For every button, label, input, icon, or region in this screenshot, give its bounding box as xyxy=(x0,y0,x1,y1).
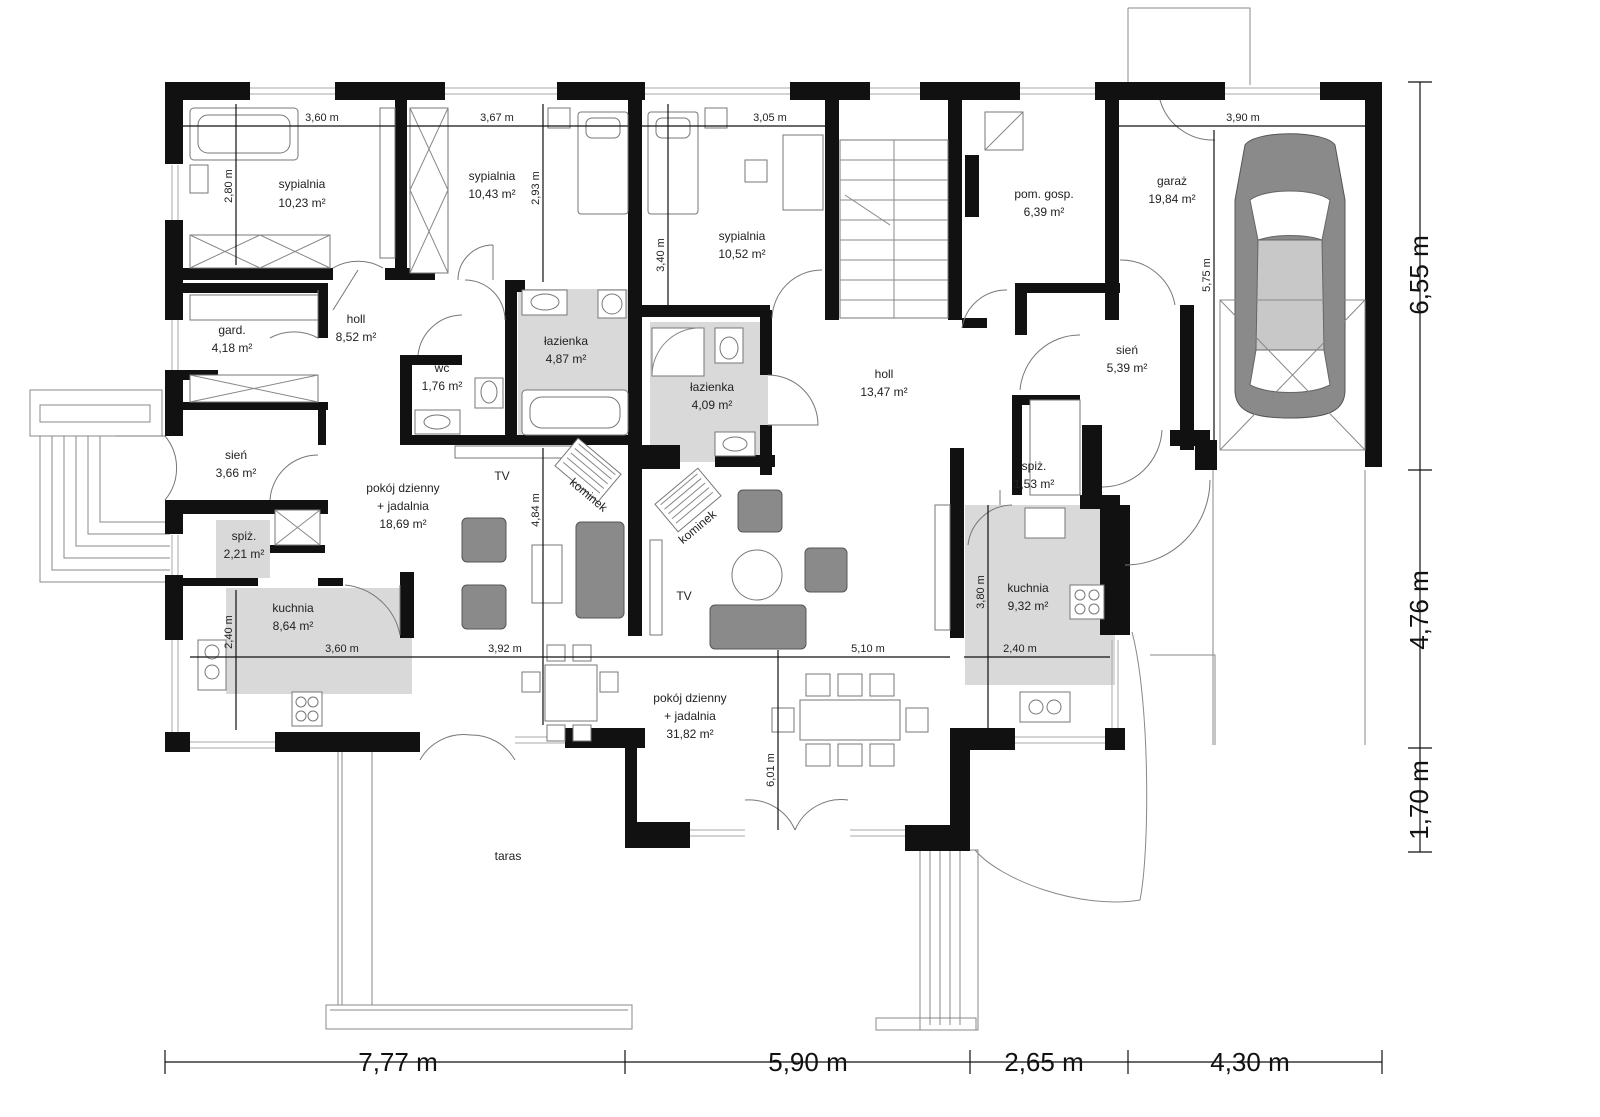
room-area: 13,47 m² xyxy=(860,385,907,399)
overall-dimension-label: 6,55 m xyxy=(1404,235,1434,315)
room-area: 4,87 m² xyxy=(546,352,587,366)
room-area: 9,32 m² xyxy=(1008,599,1049,613)
windows xyxy=(171,87,1320,837)
room-name: pokój dzienny xyxy=(653,691,726,705)
room-area: 5,39 m² xyxy=(1107,361,1148,375)
room-area: 1,76 m² xyxy=(422,379,463,393)
tv-label: TV xyxy=(494,469,509,483)
dimension-label: 3,67 m xyxy=(480,112,514,124)
dimension-label: 3,60 m xyxy=(305,112,339,124)
room-area: 18,69 m² xyxy=(379,517,426,531)
room-name: sień xyxy=(225,448,247,462)
dimension-label: 5,75 m xyxy=(1201,258,1213,292)
room-labels: sypialnia 10,23 m² sypialnia 10,43 m² sy… xyxy=(212,169,1196,863)
tv-label: TV xyxy=(676,589,691,603)
room-name: łazienka xyxy=(690,380,734,394)
room-name: gard. xyxy=(218,323,245,337)
room-name: łazienka xyxy=(544,334,588,348)
room-area: 8,64 m² xyxy=(273,619,314,633)
room-area: 19,84 m² xyxy=(1148,192,1195,206)
room-name: sień xyxy=(1116,343,1138,357)
dimension-label: 3,60 m xyxy=(325,643,359,655)
dimension-label: 2,40 m xyxy=(1003,643,1037,655)
dimension-label: 3,92 m xyxy=(488,643,522,655)
dimension-label: 4,84 m xyxy=(530,493,542,527)
room-area: 4,18 m² xyxy=(212,341,253,355)
dimension-label: 3,80 m xyxy=(975,575,987,609)
room-name: sypialnia xyxy=(469,169,516,183)
overall-dimension-label: 4,30 m xyxy=(1210,1047,1290,1077)
room-name: pokój dzienny xyxy=(366,481,439,495)
furniture xyxy=(189,107,1366,767)
room-name: kuchnia xyxy=(1007,581,1049,595)
room-area: 10,43 m² xyxy=(468,187,515,201)
room-area: 1,53 m² xyxy=(1014,477,1055,491)
room-name: pom. gosp. xyxy=(1014,187,1073,201)
room-name: holl xyxy=(875,367,894,381)
room-name: spiż. xyxy=(232,529,257,543)
overall-dimension-label: 1,70 m xyxy=(1404,760,1434,840)
doors xyxy=(115,99,1216,831)
dimension-label: 2,40 m xyxy=(223,615,235,649)
room-name: kuchnia xyxy=(272,601,314,615)
dimension-label: 5,10 m xyxy=(851,643,885,655)
room-area: 4,09 m² xyxy=(692,398,733,412)
room-name: garaż xyxy=(1157,174,1187,188)
dimension-label: 6,01 m xyxy=(765,753,777,787)
room-name-line2: + jadalnia xyxy=(664,709,716,723)
dimension-label: 3,40 m xyxy=(655,238,667,272)
room-name: wc xyxy=(434,361,450,375)
inner-dimension-lines xyxy=(183,104,1365,830)
room-name: sypialnia xyxy=(719,229,766,243)
dimension-label: 2,80 m xyxy=(223,169,235,203)
room-area: 6,39 m² xyxy=(1024,205,1065,219)
room-name: holl xyxy=(347,312,366,326)
room-name: sypialnia xyxy=(279,177,326,191)
room-area: 10,52 m² xyxy=(718,247,765,261)
outer-dimension-lines xyxy=(164,81,1432,1074)
room-area: 3,66 m² xyxy=(216,466,257,480)
car-icon xyxy=(1234,133,1346,419)
room-area: 10,23 m² xyxy=(278,196,325,210)
room-area: 2,21 m² xyxy=(224,547,265,561)
dimension-label: 3,05 m xyxy=(753,112,787,124)
overall-dimension-label: 4,76 m xyxy=(1404,570,1434,650)
inner-dimension-labels: 3,60 m 3,67 m 3,05 m 3,90 m 2,80 m 2,93 … xyxy=(223,112,1260,787)
room-area: 31,82 m² xyxy=(666,727,713,741)
dimension-label: 2,93 m xyxy=(530,171,542,205)
walls xyxy=(165,82,1382,851)
outer-dimension-labels: 7,77 m 5,90 m 2,65 m 4,30 m 6,55 m 4,76 … xyxy=(358,235,1434,1077)
room-name-line2: + jadalnia xyxy=(377,499,429,513)
room-name: spiż. xyxy=(1022,459,1047,473)
room-area: 8,52 m² xyxy=(336,330,377,344)
exterior-outlines xyxy=(29,7,1366,1031)
dimension-label: 3,90 m xyxy=(1226,112,1260,124)
overall-dimension-label: 5,90 m xyxy=(768,1047,848,1077)
overall-dimension-label: 7,77 m xyxy=(358,1047,438,1077)
room-name: taras xyxy=(495,849,522,863)
overall-dimension-label: 2,65 m xyxy=(1004,1047,1084,1077)
